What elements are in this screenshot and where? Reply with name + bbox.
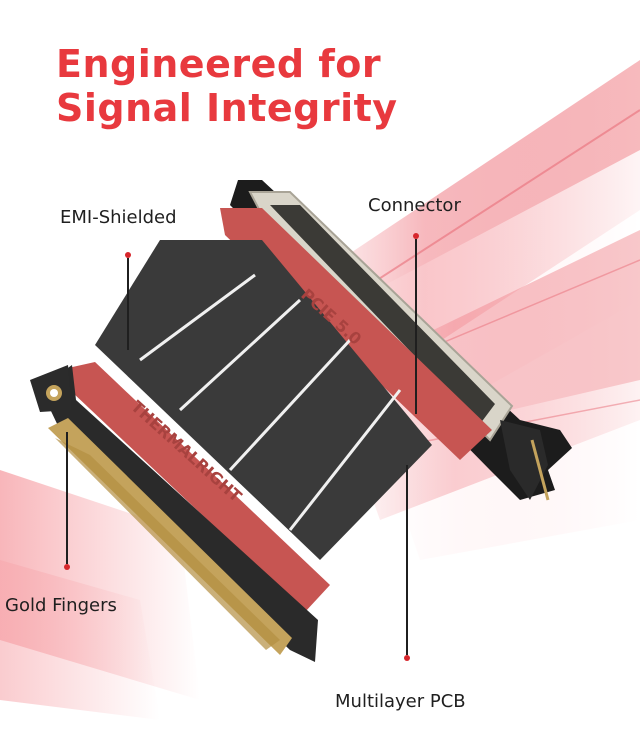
- gold-fingers-callout-dot: [64, 564, 70, 570]
- title-line-2: Signal Integrity: [56, 86, 398, 130]
- riser-cable-product: [30, 180, 572, 662]
- connector-label: Connector: [368, 195, 461, 216]
- emi-callout-dot: [125, 252, 131, 258]
- multilayer-pcb-label: Multilayer PCB: [335, 691, 466, 712]
- gold-fingers-label: Gold Fingers: [5, 595, 117, 616]
- pcb-callout-line: [406, 465, 408, 655]
- title-line-1: Engineered for: [56, 42, 382, 86]
- emi-shielded-label: EMI-Shielded: [60, 207, 177, 228]
- connector-callout-line: [415, 239, 417, 414]
- pcb-callout-dot: [404, 655, 410, 661]
- emi-callout-line: [127, 258, 129, 350]
- connector-callout-dot: [413, 233, 419, 239]
- gold-fingers-callout-line: [66, 432, 68, 564]
- page-title: Engineered for Signal Integrity: [56, 42, 398, 130]
